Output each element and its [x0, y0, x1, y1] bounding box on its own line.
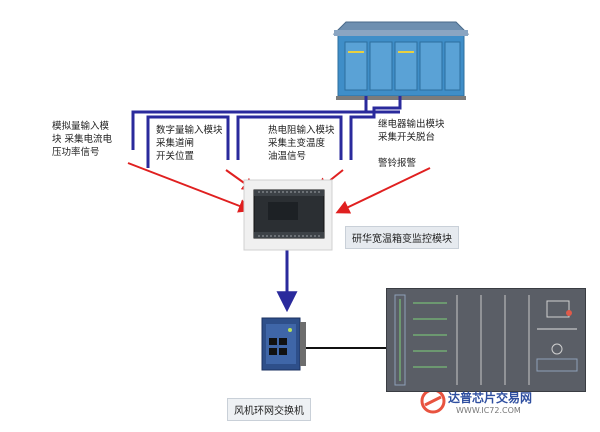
- red-arrow-relay: [335, 167, 431, 214]
- substation-picture: [332, 21, 470, 100]
- signal-bus-lines: [131, 96, 402, 313]
- scada-schematic: [394, 294, 578, 386]
- network-switch-device: [261, 317, 306, 371]
- watermark-url: WWW.IC72.COM: [456, 406, 521, 415]
- red-arrow-analog: [127, 162, 253, 213]
- label-digital-input: 数字量输入模块 采集道闸 开关位置: [156, 125, 223, 162]
- watermark-logo: [420, 388, 446, 414]
- bus-line-analog: [131, 110, 400, 150]
- module-caption: 研华宽温箱变监控模块: [345, 226, 459, 249]
- switch-caption: 风机环网交换机: [227, 398, 311, 421]
- bus-line-digital: [146, 115, 230, 168]
- label-thermal-input: 热电阻输入模块 采集主变温度 油温信号: [268, 125, 335, 162]
- watermark-brand: 达普芯片交易网: [448, 391, 533, 405]
- label-relay-output: 继电器输出模块 采集开关脱台 警铃报警: [378, 119, 445, 169]
- label-analog-input: 模拟量输入模 块 采集电流电 压功率信号: [52, 121, 113, 158]
- scada-screen: [386, 288, 586, 392]
- monitoring-module-device: [243, 179, 333, 251]
- bus-line-relay: [349, 96, 402, 160]
- bus-line-thermal: [236, 115, 343, 160]
